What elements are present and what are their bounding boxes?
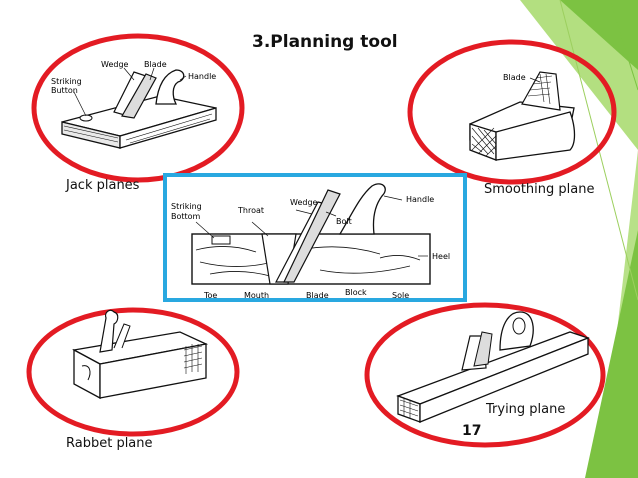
center-label-blade: Blade [306,291,329,300]
jack-label-striking: Striking [51,77,82,86]
smoothing-plane-illustration: Blade [410,42,614,182]
slide-title: 3.Planning tool [252,32,398,52]
center-label-striking: Striking [171,202,202,211]
caption-jack-planes: Jack planes [66,178,139,193]
caption-trying-plane: Trying plane [486,402,565,417]
plane-parts-diagram: Striking Bottom Throat Wedge Bolt Handle… [165,175,465,300]
center-label-wedge: Wedge [290,198,318,207]
jack-label-handle: Handle [188,72,216,81]
center-label-bottom: Bottom [171,212,201,221]
smoothing-label-blade: Blade [503,73,526,82]
jack-label-blade: Blade [144,60,167,69]
jack-label-button: Button [51,86,78,95]
center-label-toe: Toe [203,291,217,300]
center-label-handle: Handle [406,195,434,204]
caption-smoothing-plane: Smoothing plane [484,182,594,197]
center-label-block: Block [345,288,367,297]
jack-label-wedge: Wedge [101,60,129,69]
center-label-mouth: Mouth [244,291,269,300]
caption-rabbet-plane: Rabbet plane [66,436,153,451]
center-label-heel: Heel [432,252,450,261]
center-label-throat: Throat [237,206,264,215]
page-number: 17 [462,423,481,439]
center-label-bolt: Bolt [336,217,352,226]
center-label-sole: Sole [392,291,409,300]
rabbet-plane-illustration [29,310,237,434]
jack-plane-illustration: Wedge Blade Handle Striking Button [34,36,242,180]
trying-plane-illustration [367,305,603,445]
